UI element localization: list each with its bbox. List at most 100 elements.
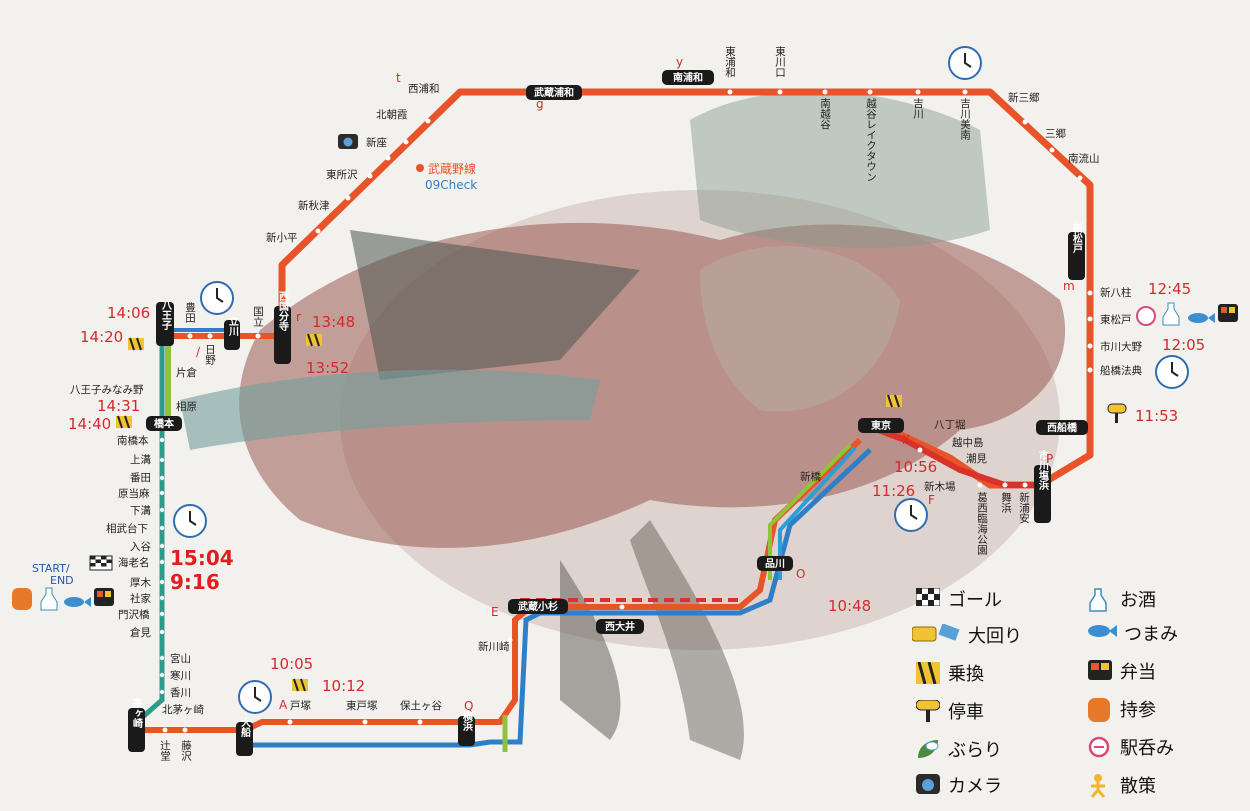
station-maihama: 舞浜 — [1000, 492, 1012, 514]
station-kagawa: 香川 — [170, 687, 191, 699]
badge-minami-urawa: 南浦和 — [662, 70, 714, 85]
transfer-barrier-icon — [116, 415, 132, 429]
station-shiomi: 潮見 — [966, 452, 987, 465]
time-1348: 13:48 — [312, 313, 355, 331]
transfer-barrier-icon — [128, 337, 144, 351]
letter-q: Q — [464, 699, 473, 713]
badge-hachioji: 八王子 — [156, 300, 174, 346]
station-aihara: 相原 — [176, 400, 197, 413]
station-samukawa: 寒川 — [170, 669, 191, 682]
clock-icon — [173, 504, 207, 538]
svg-text:横浜: 横浜 — [461, 710, 473, 732]
station-etchujima: 越中島 — [952, 436, 984, 449]
time-1005: 10:05 — [270, 655, 313, 673]
bento-icon — [1218, 304, 1238, 322]
station-shinurayasu: 新浦安 — [1018, 491, 1030, 524]
legend-label: ゴール — [948, 590, 1002, 611]
legend-label: つまみ — [1124, 624, 1178, 645]
station-minaminagareyama: 南流山 — [1068, 152, 1100, 165]
check-label: 09Check — [425, 178, 477, 192]
badge-musashi-kosugi: 武蔵小杉 — [508, 599, 568, 614]
badge-yokohama: 横浜 — [458, 710, 475, 746]
time-1406: 14:06 — [107, 304, 150, 322]
legend-item-bento: 弁当 — [1088, 658, 1156, 684]
svg-text:茅ヶ崎: 茅ヶ崎 — [131, 697, 143, 729]
badge-shin-matsudo: 新松戸 — [1068, 222, 1085, 280]
station-tsujido: 辻堂 — [159, 739, 171, 761]
station-drink-icon — [1088, 736, 1114, 758]
transfer-barrier-icon — [886, 394, 902, 408]
badge-nishikokubunji: 西国分寺 — [274, 291, 291, 364]
letter-p: P — [1046, 452, 1053, 466]
station-shinkodaira: 新小平 — [266, 231, 298, 244]
letter-f: F — [928, 493, 935, 507]
station-kurami: 倉見 — [130, 626, 151, 639]
line-title-marker — [416, 164, 424, 172]
svg-text:南浦和: 南浦和 — [673, 71, 703, 84]
fish-icon — [1088, 622, 1118, 644]
station-funabashihoten: 船橋法典 — [1100, 364, 1142, 377]
letter-o: O — [796, 567, 805, 581]
station-niiza: 新座 — [366, 136, 387, 149]
station-kitaasaka: 北朝霞 — [376, 109, 408, 121]
time-1048: 10:48 — [828, 597, 871, 615]
legend-item-goal: ゴール — [915, 586, 1002, 612]
svg-text:武蔵浦和: 武蔵浦和 — [534, 86, 574, 99]
station-atsugi: 厚木 — [130, 577, 151, 589]
checkered-flag-icon — [89, 555, 113, 571]
station-iriya: 入谷 — [130, 541, 151, 553]
svg-text:市川塩浜: 市川塩浜 — [1037, 449, 1050, 491]
letter-m: m — [1063, 279, 1075, 293]
svg-text:武蔵小杉: 武蔵小杉 — [518, 600, 558, 613]
station-banda: 番田 — [130, 472, 151, 484]
station-shinakitsu: 新秋津 — [298, 199, 330, 212]
background-artwork — [180, 91, 1066, 760]
start-label: START/ — [32, 562, 70, 575]
legend-item-teisha: 停車 — [915, 698, 984, 724]
letter-y: y — [676, 55, 683, 69]
camera-icon — [338, 134, 358, 149]
clock-icon — [1155, 355, 1189, 389]
legend-label: 弁当 — [1120, 662, 1156, 683]
transfer-barrier-icon — [306, 333, 322, 347]
bento-icon — [1088, 660, 1114, 682]
station-shinmisato: 新三郷 — [1008, 91, 1040, 104]
stop-sign-icon — [1107, 403, 1127, 423]
station-kamimizo: 上溝 — [130, 453, 151, 466]
clock-icon — [200, 281, 234, 315]
station-toyoda: 豊田 — [184, 301, 196, 323]
bus-ticket-icon — [911, 623, 962, 646]
station-hachioji-minamino: 八王子みなみ野 — [70, 384, 144, 396]
time-1205: 12:05 — [1162, 336, 1205, 354]
legend-label: 乗換 — [948, 664, 984, 685]
station-totsuka: 戸塚 — [290, 700, 311, 712]
legend-item-omawari: 大回り — [911, 622, 1022, 648]
station-minamihashimoto: 南橋本 — [117, 434, 149, 447]
station-kadosawabashi: 門沢橋 — [118, 608, 150, 621]
station-shake: 社家 — [130, 592, 151, 605]
station-higashimatsudo: 東松戸 — [1100, 313, 1132, 326]
letter-slash: / — [196, 345, 201, 359]
legend-item-ekinomi: 駅呑み — [1088, 734, 1174, 760]
fish-icon — [64, 597, 91, 607]
station-misato: 三郷 — [1045, 127, 1067, 140]
line-title: 武蔵野線 — [428, 161, 476, 176]
station-fujisawa: 藤沢 — [180, 740, 192, 762]
station-drink-icon — [1136, 306, 1156, 326]
time-1440: 14:40 — [68, 415, 111, 433]
time-1126: 11:26 — [872, 482, 915, 500]
station-hino: 日野 — [204, 344, 216, 365]
sake-bottle-icon — [1162, 302, 1180, 326]
station-shinkiba: 新木場 — [924, 480, 956, 493]
station-katakura: 片倉 — [176, 366, 197, 379]
badge-tachikawa: 立川 — [224, 315, 240, 350]
svg-text:西船橋: 西船橋 — [1047, 421, 1078, 434]
svg-text:八王子: 八王子 — [160, 300, 173, 331]
stroll-leaf-icon — [916, 738, 942, 760]
svg-text:品川: 品川 — [765, 558, 785, 570]
legend-label: 散策 — [1120, 776, 1156, 797]
badge-ofuna: 大船 — [236, 716, 253, 756]
legend: ゴール お酒 大回り つまみ 乗換 弁当 停車 持参 ぶらり 駅呑み カメラ — [911, 578, 1242, 808]
bento-icon — [94, 588, 114, 606]
svg-text:橋本: 橋本 — [154, 417, 175, 430]
